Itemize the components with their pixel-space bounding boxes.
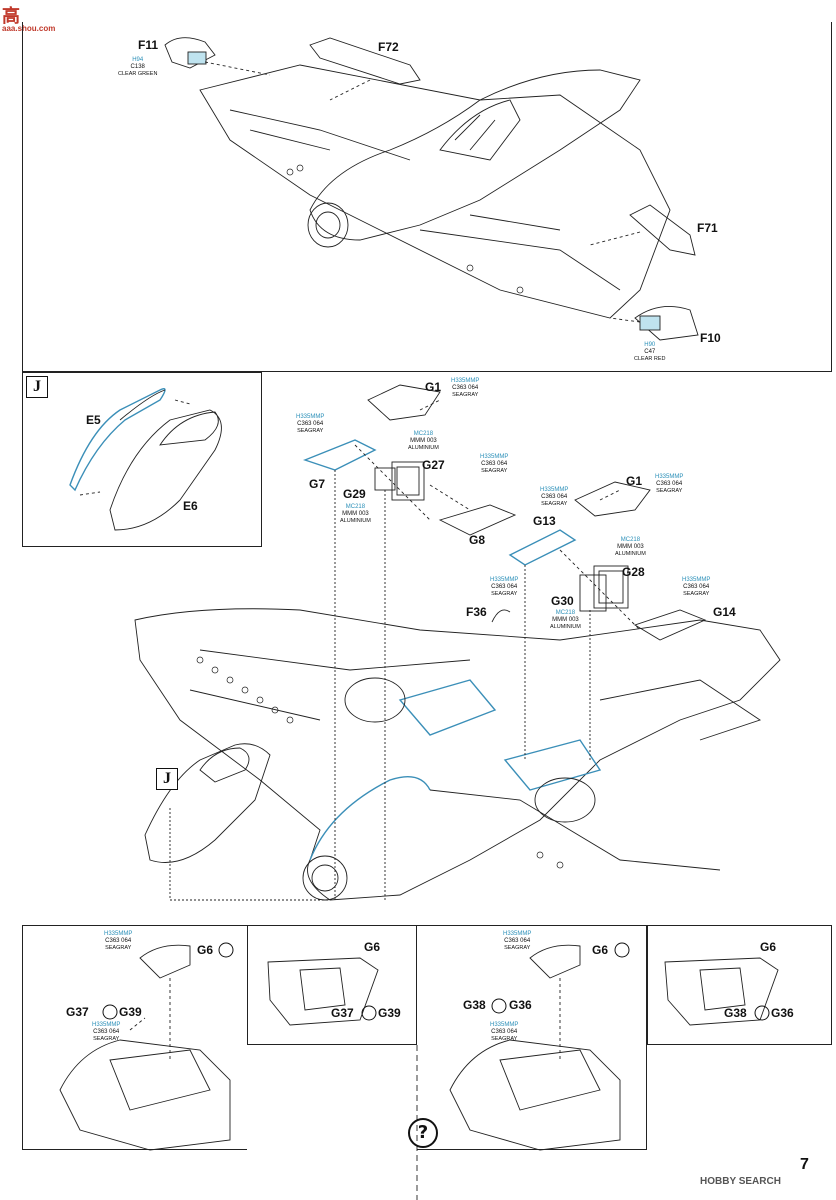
label-f72: F72	[378, 40, 399, 54]
label-g13: G13	[533, 514, 556, 528]
label-g14: G14	[713, 605, 736, 619]
label-e6: E6	[183, 499, 198, 513]
label-g6-c: G6	[592, 943, 609, 957]
label-g6-d: G6	[760, 940, 777, 954]
label-g39-a: G39	[119, 1005, 142, 1019]
watermark-hobby-search: HOBBY SEARCH	[700, 1176, 781, 1187]
label-f11: F11	[138, 38, 159, 52]
label-f36: F36	[466, 605, 487, 619]
bottom-panel-1	[22, 925, 247, 1150]
help-symbol: ?	[408, 1118, 438, 1148]
label-g6-a: G6	[197, 943, 214, 957]
label-g7: G7	[309, 477, 326, 491]
page-number: 7	[800, 1156, 809, 1173]
label-g39-b: G39	[378, 1006, 401, 1020]
label-f10: F10	[700, 331, 721, 345]
top-panel	[22, 22, 832, 372]
label-g29: G29	[343, 487, 366, 501]
label-g38-b: G38	[724, 1006, 747, 1020]
watermark-url: aaa.shou.com	[2, 24, 56, 33]
label-e5: E5	[86, 413, 101, 427]
label-g36-b: G36	[771, 1006, 794, 1020]
label-g8: G8	[469, 533, 486, 547]
label-g38-a: G38	[463, 998, 486, 1012]
label-g36-a: G36	[509, 998, 532, 1012]
label-g37-b: G37	[331, 1006, 354, 1020]
section-j-marker-2: J	[156, 768, 178, 790]
label-g30: G30	[551, 594, 574, 608]
label-g27: G27	[422, 458, 445, 472]
watermark-logo: 高	[2, 6, 20, 26]
section-j-marker: J	[26, 376, 48, 398]
panel-j-inset	[22, 372, 262, 547]
label-g37-a: G37	[66, 1005, 89, 1019]
label-g6-b: G6	[364, 940, 381, 954]
label-g28: G28	[622, 565, 645, 579]
label-g1-a: G1	[425, 380, 442, 394]
bottom-panel-3	[417, 925, 647, 1150]
label-g1-b: G1	[626, 474, 643, 488]
bottom-panel-4	[647, 925, 832, 1045]
label-f71: F71	[697, 221, 718, 235]
bottom-panel-2	[247, 925, 417, 1045]
